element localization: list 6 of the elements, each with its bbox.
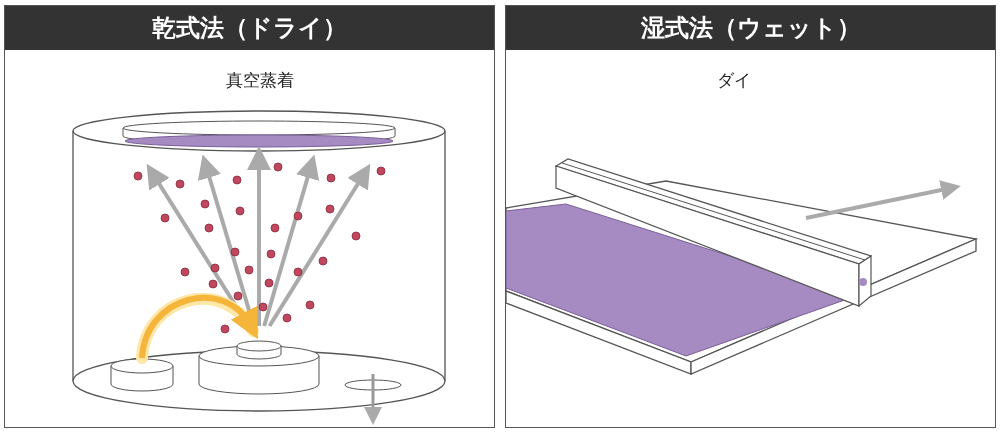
panel	[4, 5, 495, 428]
method-label: 真空蒸着	[226, 69, 294, 92]
panel	[505, 5, 996, 428]
panel-heading: 乾式法（ドライ）	[5, 6, 494, 50]
panel-heading: 湿式法（ウェット）	[506, 6, 995, 50]
method-label: ダイ	[717, 69, 751, 92]
